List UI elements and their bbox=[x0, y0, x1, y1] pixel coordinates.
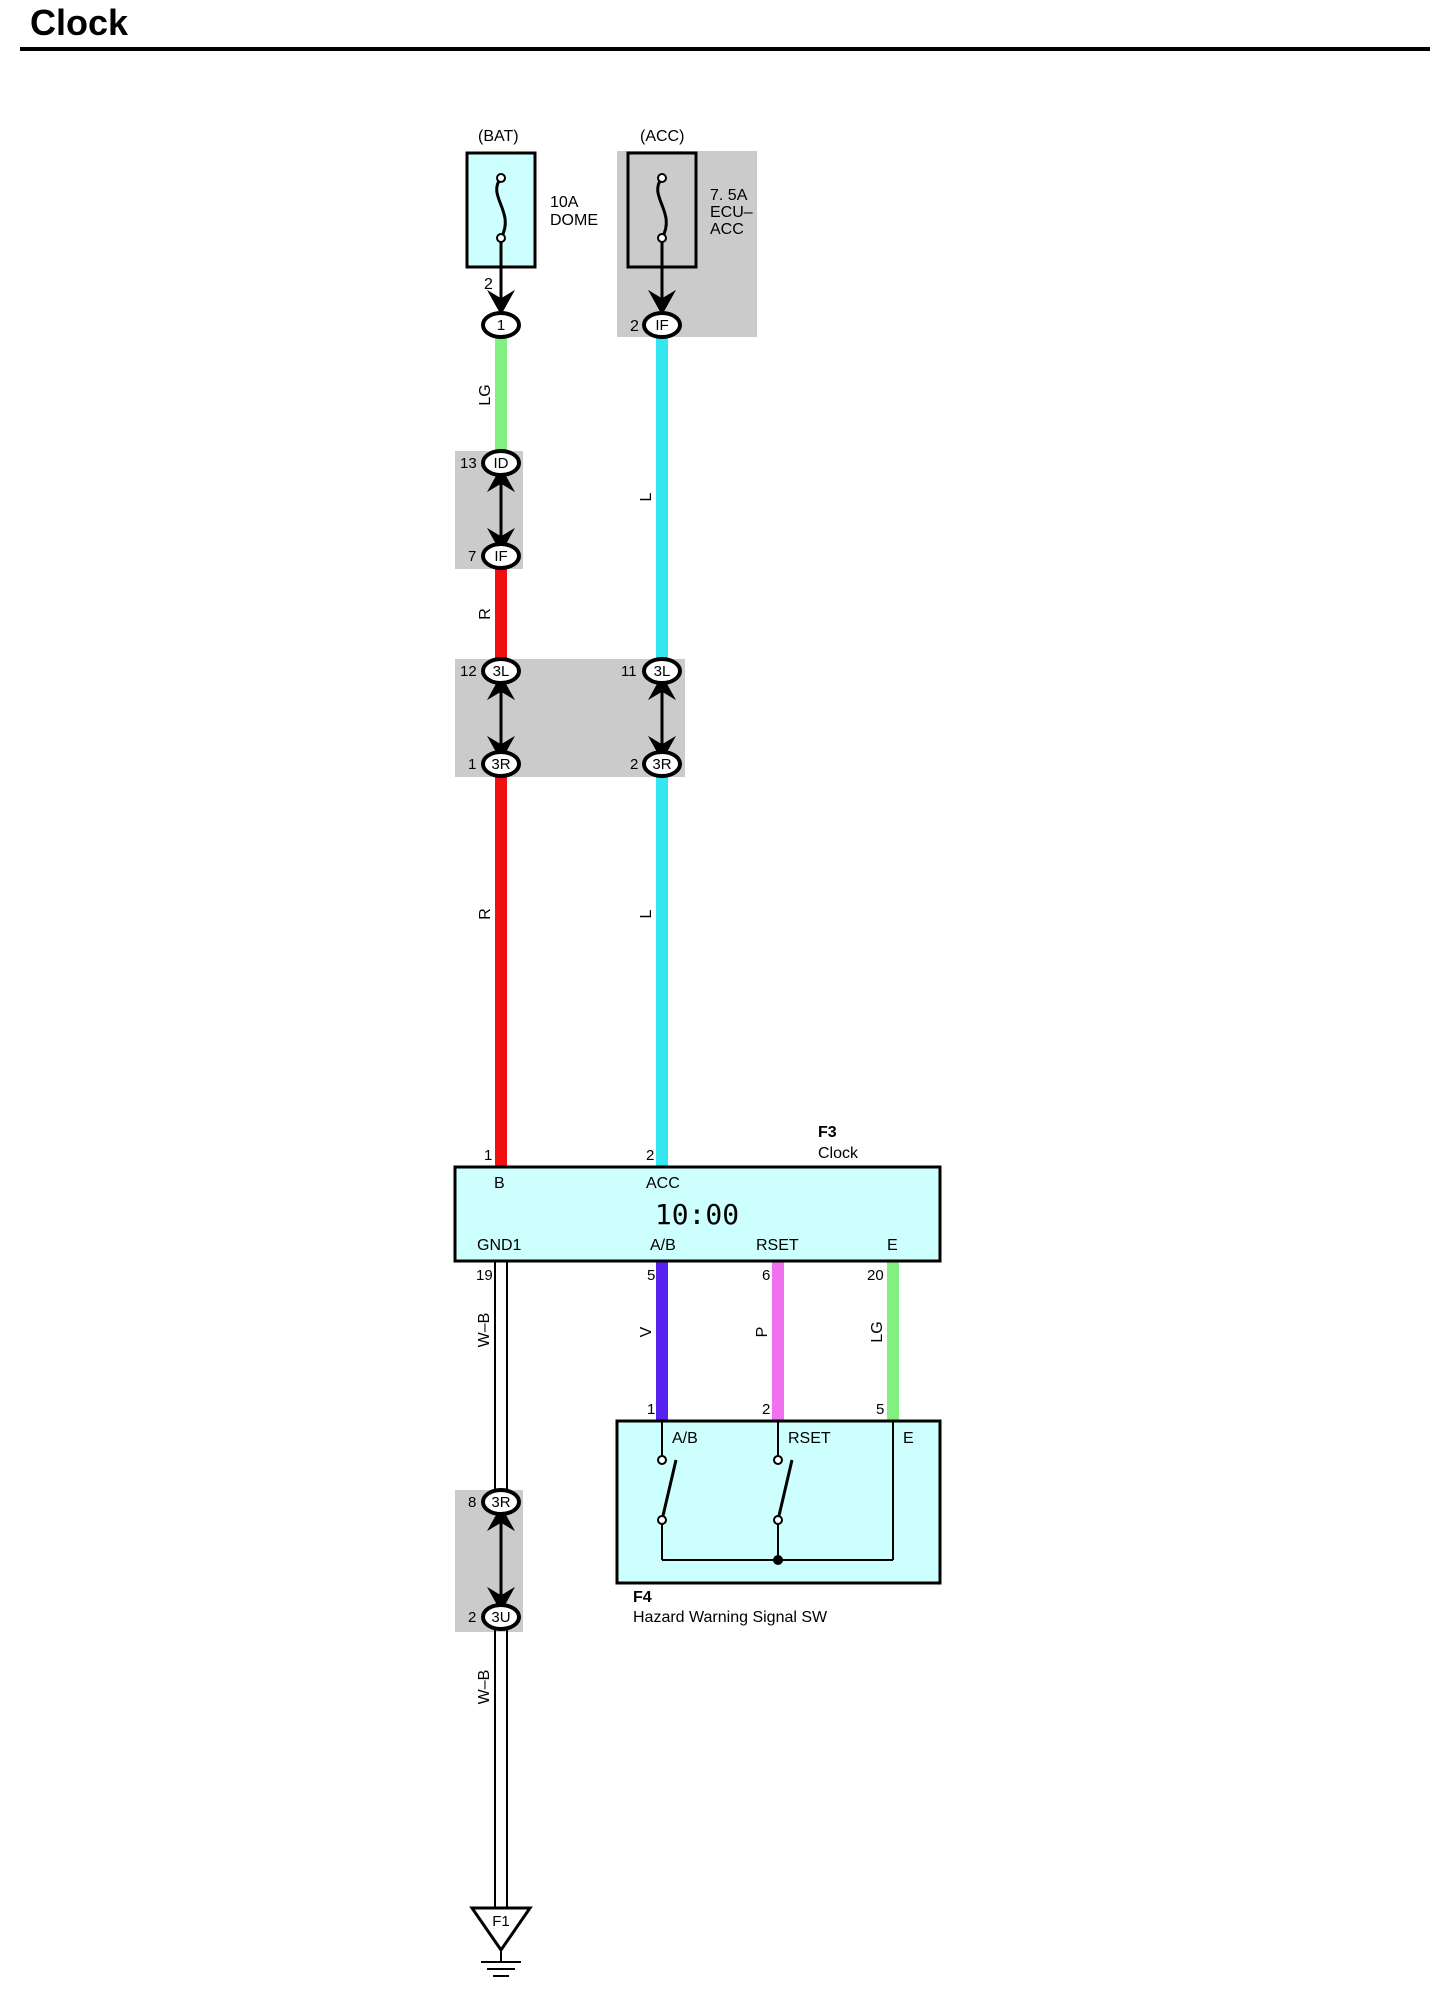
connector-3u-pin: 2 bbox=[468, 1609, 476, 1626]
clock-term-e: E bbox=[887, 1237, 898, 1254]
wire-label-r-low: R bbox=[477, 908, 494, 920]
connector-if: IF 7 bbox=[468, 542, 521, 570]
clock-term-acc: ACC bbox=[646, 1175, 680, 1192]
wire-label-wb-bottom: W–B bbox=[476, 1670, 493, 1705]
wire-label-wb-top: W–B bbox=[476, 1313, 493, 1348]
connector-1-code: 1 bbox=[497, 317, 505, 334]
wire-label-lg-top: LG bbox=[477, 384, 494, 405]
connector-id: ID 13 bbox=[460, 449, 521, 477]
connector-3l-acc-code: 3L bbox=[654, 663, 671, 680]
wire-wb bbox=[494, 1261, 508, 1912]
wire-label-lg-bottom: LG bbox=[869, 1321, 886, 1342]
hazard-pin-ab: 1 bbox=[647, 1401, 655, 1418]
clock-id: F3 bbox=[818, 1124, 837, 1141]
fuse-acc-supply: (ACC) bbox=[640, 128, 684, 145]
clock-display: 10:00 bbox=[655, 1198, 739, 1231]
connector-id-pin: 13 bbox=[460, 455, 477, 472]
clock-pin-e: 20 bbox=[867, 1267, 884, 1284]
fuse-acc-name-1: ECU– bbox=[710, 204, 753, 221]
connector-3r-acc-code: 3R bbox=[652, 756, 671, 773]
fuse-dome bbox=[465, 151, 537, 269]
connector-3l-b: 3L 12 bbox=[460, 657, 521, 685]
connector-1: 1 bbox=[481, 311, 521, 339]
hazard-term-e: E bbox=[903, 1430, 914, 1447]
hazard-term-ab: A/B bbox=[672, 1430, 698, 1447]
clock-pin-acc: 2 bbox=[646, 1147, 654, 1164]
wire-label-l-low: L bbox=[638, 909, 655, 918]
wire-label-l-top: L bbox=[638, 492, 655, 501]
ground-symbol bbox=[469, 1906, 533, 1977]
connector-id-code: ID bbox=[494, 455, 509, 472]
hazard-pin-e: 5 bbox=[876, 1401, 884, 1418]
connector-if-pin: 7 bbox=[468, 548, 476, 565]
clock-component bbox=[453, 1165, 942, 1263]
fuse-dome-name: DOME bbox=[550, 212, 598, 229]
wire-label-r-mid: R bbox=[477, 608, 494, 620]
hazard-id: F4 bbox=[633, 1589, 652, 1606]
connector-3l-b-pin: 12 bbox=[460, 663, 477, 680]
connector-3r-acc-pin: 2 bbox=[630, 756, 638, 773]
clock-name: Clock bbox=[818, 1145, 859, 1162]
connector-3r-b-code: 3R bbox=[491, 756, 510, 773]
clock-term-ab: A/B bbox=[650, 1237, 676, 1254]
connector-3r-acc: 3R 2 bbox=[630, 750, 682, 778]
connector-3r-gnd-code: 3R bbox=[491, 1494, 510, 1511]
clock-pin-gnd1: 19 bbox=[476, 1267, 493, 1284]
hazard-pin-rset: 2 bbox=[762, 1401, 770, 1418]
clock-term-gnd1: GND1 bbox=[477, 1237, 522, 1254]
fuse-acc-rating: 7. 5A bbox=[710, 187, 748, 204]
wire-label-p: P bbox=[754, 1327, 771, 1338]
connector-3r-b: 3R 1 bbox=[468, 750, 521, 778]
title-rule bbox=[20, 47, 1430, 51]
clock-term-rset: RSET bbox=[756, 1237, 799, 1254]
connector-3u-code: 3U bbox=[491, 1609, 510, 1626]
page-title: Clock bbox=[30, 2, 129, 43]
clock-pin-b: 1 bbox=[484, 1147, 492, 1164]
connector-3r-gnd: 3R 8 bbox=[468, 1488, 521, 1516]
connector-3u: 3U 2 bbox=[468, 1603, 521, 1631]
fuse-acc-name-2: ACC bbox=[710, 221, 744, 238]
connector-3l-b-code: 3L bbox=[493, 663, 510, 680]
fuse-acc-pin: 2 bbox=[630, 318, 639, 335]
fuse-dome-rating: 10A bbox=[550, 194, 579, 211]
clock-term-b: B bbox=[494, 1175, 505, 1192]
connector-if-code: IF bbox=[494, 548, 507, 565]
connector-if-acc: IF bbox=[642, 311, 682, 339]
fuse-ecu-acc bbox=[626, 151, 698, 269]
connector-if-acc-code: IF bbox=[655, 317, 668, 334]
clock-pin-rset: 6 bbox=[762, 1267, 770, 1284]
hazard-switch-component bbox=[615, 1419, 942, 1585]
clock-pin-ab: 5 bbox=[647, 1267, 655, 1284]
fuse-dome-supply: (BAT) bbox=[478, 128, 519, 145]
connector-3r-gnd-pin: 8 bbox=[468, 1494, 476, 1511]
hazard-term-rset: RSET bbox=[788, 1430, 831, 1447]
connector-3l-acc-pin: 11 bbox=[621, 663, 637, 680]
wire-label-v: V bbox=[638, 1326, 655, 1337]
fuse-dome-pin: 2 bbox=[484, 276, 493, 293]
ground-code: F1 bbox=[492, 1913, 510, 1930]
connector-3r-b-pin: 1 bbox=[468, 756, 476, 773]
connector-3l-acc: 3L 11 bbox=[621, 657, 682, 685]
hazard-name: Hazard Warning Signal SW bbox=[633, 1609, 828, 1626]
